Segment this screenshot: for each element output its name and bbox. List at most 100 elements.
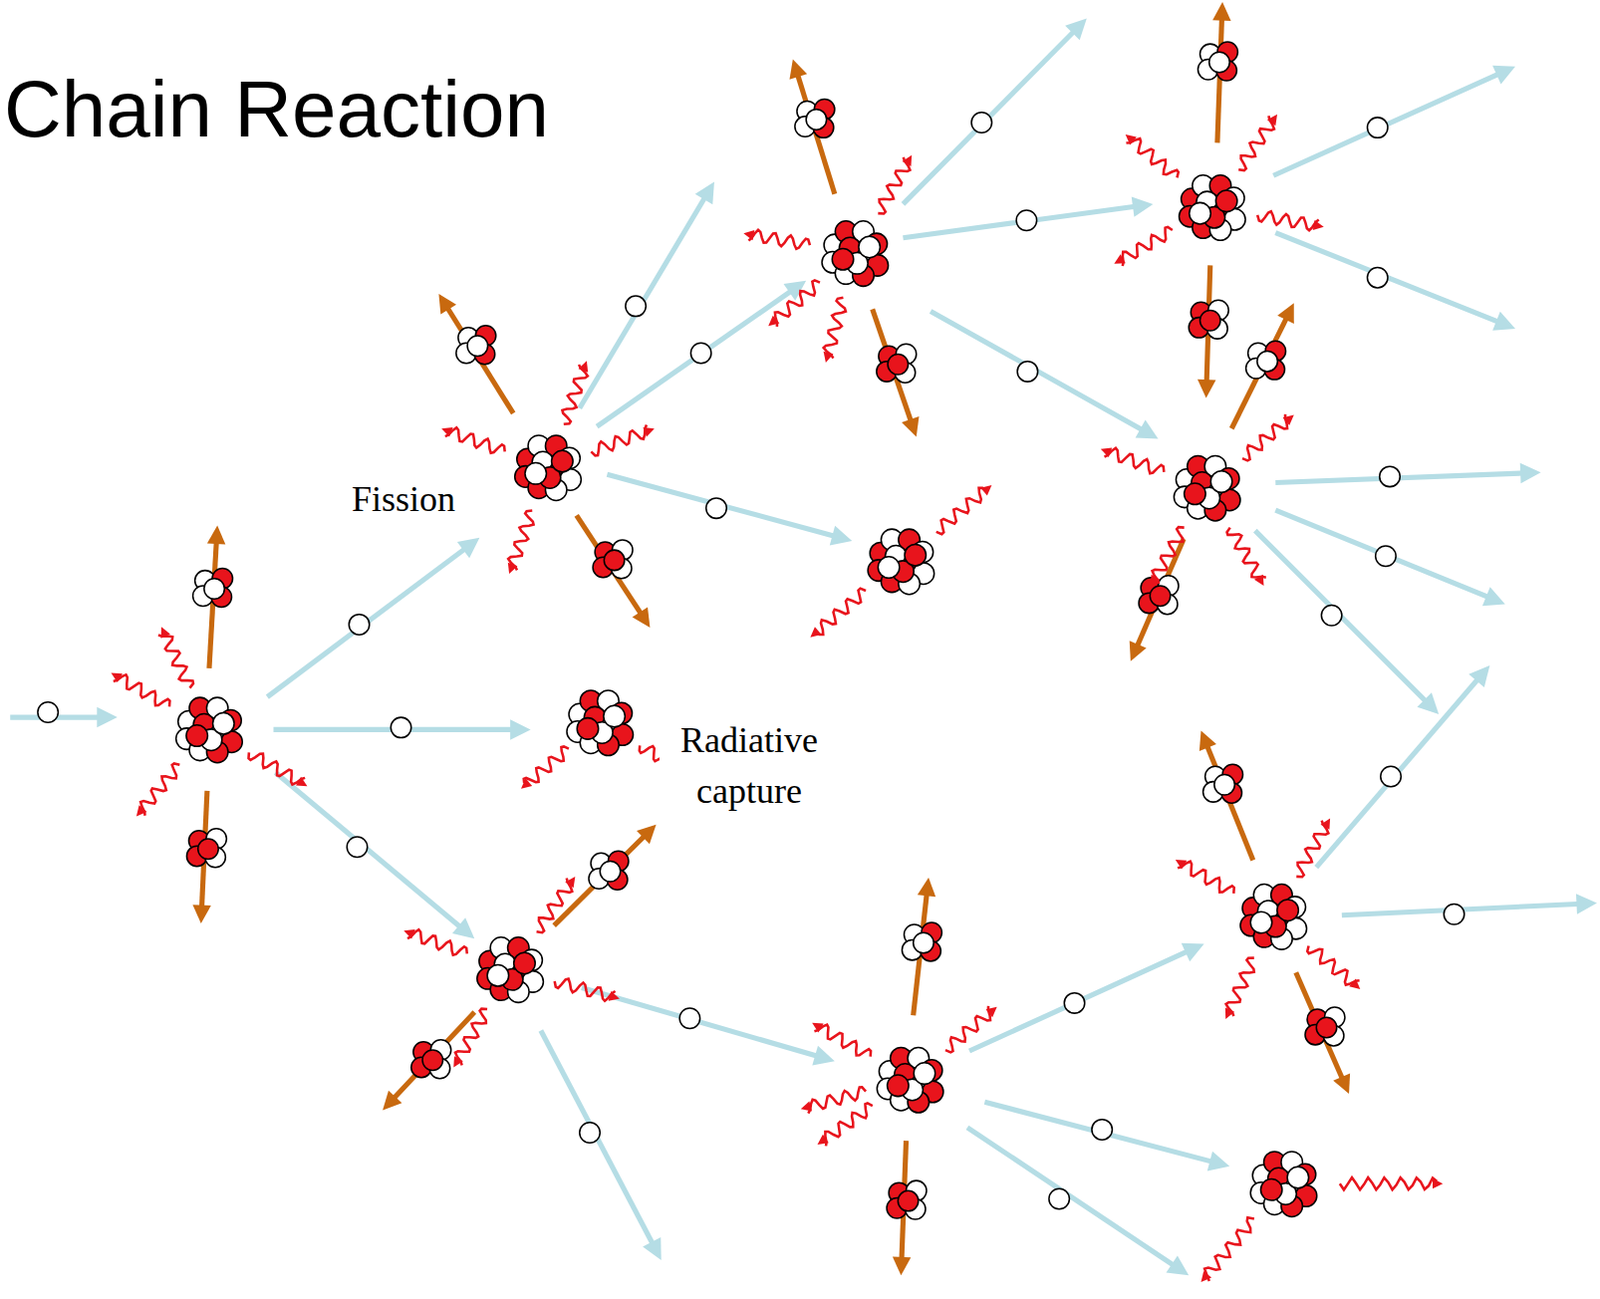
neutron-path — [540, 1031, 655, 1249]
arrow-head — [917, 877, 936, 897]
arrow-head — [1267, 114, 1278, 126]
arrow-head — [1212, 1, 1231, 21]
arrow-head — [642, 427, 654, 438]
nucleon — [897, 1190, 918, 1211]
nucleon — [525, 463, 547, 486]
arrow-head — [789, 58, 807, 79]
gamma-ray — [748, 230, 810, 250]
neutron — [348, 614, 369, 635]
arrow-head — [1166, 1255, 1190, 1276]
process-label: Fission — [348, 478, 459, 521]
nucleon — [204, 578, 225, 599]
arrow-head — [1129, 640, 1147, 662]
arrow-head — [1175, 859, 1187, 870]
gamma-ray — [554, 979, 616, 1002]
arrow-head — [453, 1056, 464, 1067]
arrow-head — [136, 804, 148, 816]
arrow-head — [457, 537, 481, 558]
neutron — [679, 1008, 700, 1029]
gamma-ray — [807, 1086, 866, 1113]
arrow-head — [980, 485, 992, 497]
neutron — [1380, 766, 1401, 787]
arrow-head — [403, 929, 415, 940]
gamma-ray — [936, 488, 989, 534]
neutron — [390, 717, 411, 738]
arrow-head — [1277, 302, 1295, 324]
arrow-head — [892, 1257, 911, 1277]
neutron — [346, 836, 367, 857]
nucleon — [1214, 774, 1235, 795]
nucleon — [831, 248, 854, 270]
arrow-head — [1150, 574, 1161, 586]
neutron-path — [596, 288, 795, 427]
arrow-head — [1492, 311, 1516, 331]
arrow-head — [816, 1134, 828, 1145]
arrow-head — [636, 824, 657, 845]
gamma-ray — [249, 752, 306, 785]
neutron — [971, 112, 992, 133]
nucleon — [805, 109, 826, 130]
process-label: Radiative capture — [659, 715, 839, 817]
neutron-path — [275, 772, 465, 930]
nucleon — [576, 718, 599, 741]
nucleon — [1189, 202, 1212, 225]
nucleon — [1210, 471, 1233, 494]
nucleon — [186, 725, 209, 748]
arrow-head — [1125, 134, 1137, 146]
nucleon — [603, 705, 626, 728]
gamma-ray — [508, 510, 534, 570]
gamma-ray — [945, 1006, 991, 1054]
gamma-ray — [1104, 448, 1165, 474]
neutron — [37, 702, 58, 723]
arrow-head — [161, 626, 171, 638]
arrow-head — [1135, 420, 1159, 440]
arrow-head — [508, 562, 519, 574]
neutron — [625, 295, 646, 316]
neutron — [1049, 1188, 1069, 1209]
gamma-ray — [113, 674, 171, 707]
neutron — [1375, 545, 1396, 566]
neutron — [1321, 604, 1341, 625]
nucleon — [913, 932, 934, 953]
arrow-head — [1520, 463, 1542, 484]
neutron — [690, 342, 711, 363]
nucleon — [1200, 309, 1221, 330]
neutron-path — [606, 474, 838, 537]
nucleon — [887, 1074, 910, 1097]
gamma-ray — [823, 297, 846, 359]
arrow-head — [901, 416, 919, 437]
arrow-head — [382, 1090, 402, 1111]
neutron-path — [902, 206, 1139, 239]
gamma-ray — [524, 746, 569, 784]
neutron — [1016, 210, 1037, 231]
arrow-head — [564, 876, 575, 888]
arrow-head — [295, 777, 307, 788]
gamma-ray — [590, 425, 647, 457]
neutron-path — [1275, 473, 1527, 484]
arrow-head — [1333, 1072, 1350, 1094]
gamma-ray — [158, 635, 194, 689]
arrow-head — [768, 315, 780, 327]
gamma-ray — [775, 279, 820, 327]
nucleus-layer — [176, 175, 1318, 1218]
neutron — [1443, 904, 1464, 925]
arrow-head — [1576, 893, 1598, 914]
nucleon — [1184, 483, 1207, 506]
arrow-head — [1321, 817, 1332, 829]
gamma-ray — [1242, 414, 1288, 462]
neutron-path — [579, 194, 708, 409]
fragment-path — [872, 308, 913, 425]
fragment-path — [445, 303, 514, 413]
gamma-ray — [536, 877, 573, 933]
gamma-ray — [1238, 115, 1275, 171]
arrow-head — [1065, 18, 1087, 41]
fragment-path — [1296, 972, 1344, 1083]
gamma-ray — [824, 1102, 872, 1146]
arrow-head — [695, 181, 715, 205]
arrow-head — [986, 1007, 998, 1019]
nucleon — [1215, 190, 1238, 213]
arrow-head — [811, 1046, 835, 1067]
neutron — [579, 1122, 600, 1143]
arrow-head — [521, 778, 533, 790]
